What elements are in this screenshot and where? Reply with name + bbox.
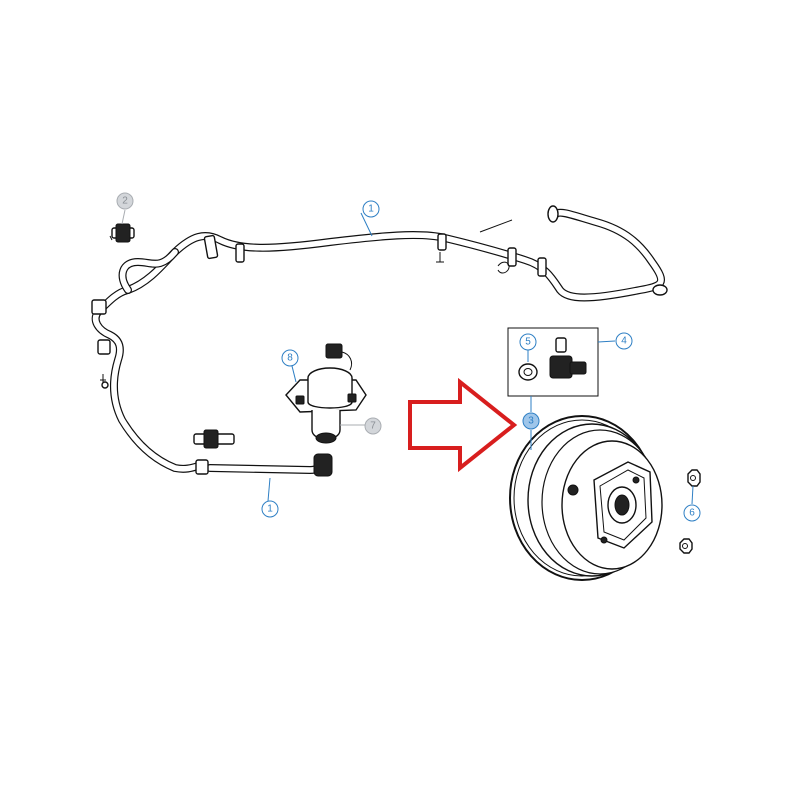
fitting-connector <box>193 429 235 449</box>
brake-booster-part-3 <box>509 415 663 581</box>
check-valve-part-2 <box>109 223 135 243</box>
callout-7: 7 <box>364 417 382 435</box>
callout-5: 5 <box>519 333 537 351</box>
callout-1-lower-label: 1 <box>267 504 273 515</box>
callout-3-label: 3 <box>528 416 534 427</box>
callout-7-label: 7 <box>370 421 376 432</box>
callout-8: 8 <box>281 349 299 367</box>
callout-6: 6 <box>683 504 701 522</box>
callout-4: 4 <box>615 332 633 350</box>
vacuum-pump-part-7 <box>285 343 367 444</box>
callout-1-upper-label: 1 <box>368 204 374 215</box>
callout-1-upper: 1 <box>362 200 380 218</box>
callout-2-label: 2 <box>122 196 128 207</box>
vacuum-hose-upper <box>94 205 668 389</box>
leader-lines <box>121 209 694 505</box>
callout-8-label: 8 <box>287 353 293 364</box>
callout-5-label: 5 <box>525 337 531 348</box>
callout-4-label: 4 <box>621 336 627 347</box>
vacuum-hose-lower <box>91 299 333 477</box>
red-pointer-arrow <box>408 377 518 473</box>
nuts-part-6 <box>679 469 701 554</box>
callout-1-lower: 1 <box>261 500 279 518</box>
callout-3: 3 <box>522 412 540 430</box>
callout-6-label: 6 <box>689 508 695 519</box>
callout-2: 2 <box>116 192 134 210</box>
